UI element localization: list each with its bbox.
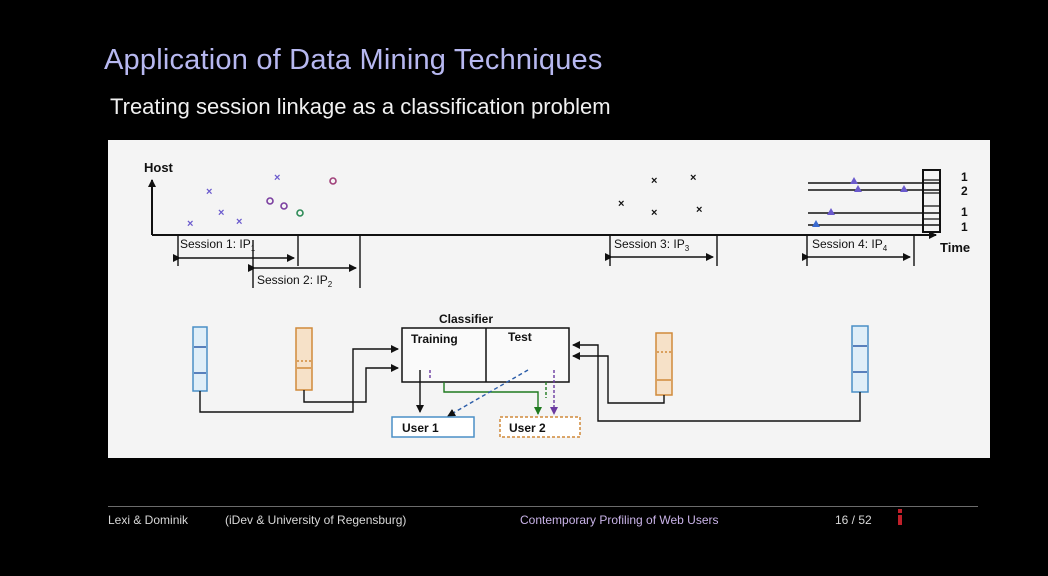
user-1-box: [391, 416, 475, 438]
navigation-icon[interactable]: [896, 509, 904, 525]
slide-title: Application of Data Mining Techniques: [104, 44, 603, 76]
classifier-training-label: Training: [411, 332, 458, 346]
user-1-label: User 1: [402, 421, 439, 435]
y-axis-label: Host: [144, 160, 174, 175]
figure-svg: Host Time × × × × × × × × × ×: [144, 160, 970, 438]
svg-text:×: ×: [206, 186, 212, 198]
svg-text:×: ×: [696, 204, 702, 216]
footer-affiliation: (iDev & University of Regensburg): [225, 513, 407, 527]
host-stack-dividers: [923, 179, 940, 220]
session-2-markers: [266, 177, 337, 217]
feature-vector-1: [192, 326, 208, 392]
footer-rule: [108, 506, 978, 507]
session-2-label: Session 2: IP2: [257, 273, 333, 289]
footer-authors: Lexi & Dominik: [108, 513, 189, 527]
footer-talk-title: Contemporary Profiling of Web Users: [520, 513, 719, 527]
footer-page-number: 16 / 52: [835, 513, 872, 527]
session-linkage-figure: Host Time × × × × × × × × × ×: [108, 140, 990, 458]
session-4-host-lines: [808, 182, 940, 226]
session-1-markers: × × × × ×: [187, 172, 280, 230]
feature-vector-3: [655, 332, 673, 396]
classifier-title: Classifier: [439, 312, 493, 326]
classifier-outputs: [416, 369, 558, 417]
svg-text:×: ×: [618, 198, 624, 210]
host-label-3: 1: [961, 205, 968, 219]
classifier-test-label: Test: [508, 330, 532, 344]
session-4-label: Session 4: IP4: [812, 237, 888, 253]
host-stack: [922, 169, 941, 233]
session-brackets: [173, 235, 915, 288]
session-3-label: Session 3: IP3: [614, 237, 690, 253]
classifier-connectors: [199, 341, 861, 422]
session-4-markers: [812, 177, 908, 227]
svg-text:×: ×: [274, 172, 280, 184]
x-axis-label: Time: [940, 240, 970, 255]
host-label-2: 2: [961, 184, 968, 198]
feature-vector-4: [851, 325, 869, 393]
svg-text:×: ×: [651, 207, 657, 219]
svg-text:×: ×: [236, 216, 242, 228]
session-3-markers: × × × × ×: [618, 172, 702, 219]
host-label-1: 1: [961, 170, 968, 184]
slide-subtitle: Treating session linkage as a classifica…: [110, 94, 611, 119]
svg-text:×: ×: [651, 175, 657, 187]
feature-vector-2: [295, 327, 313, 391]
svg-text:×: ×: [187, 218, 193, 230]
svg-text:×: ×: [218, 207, 224, 219]
user-2-label: User 2: [509, 421, 546, 435]
session-1-label: Session 1: IP1: [180, 237, 256, 253]
svg-text:×: ×: [690, 172, 696, 184]
host-label-4: 1: [961, 220, 968, 234]
user-2-box: [499, 416, 581, 438]
